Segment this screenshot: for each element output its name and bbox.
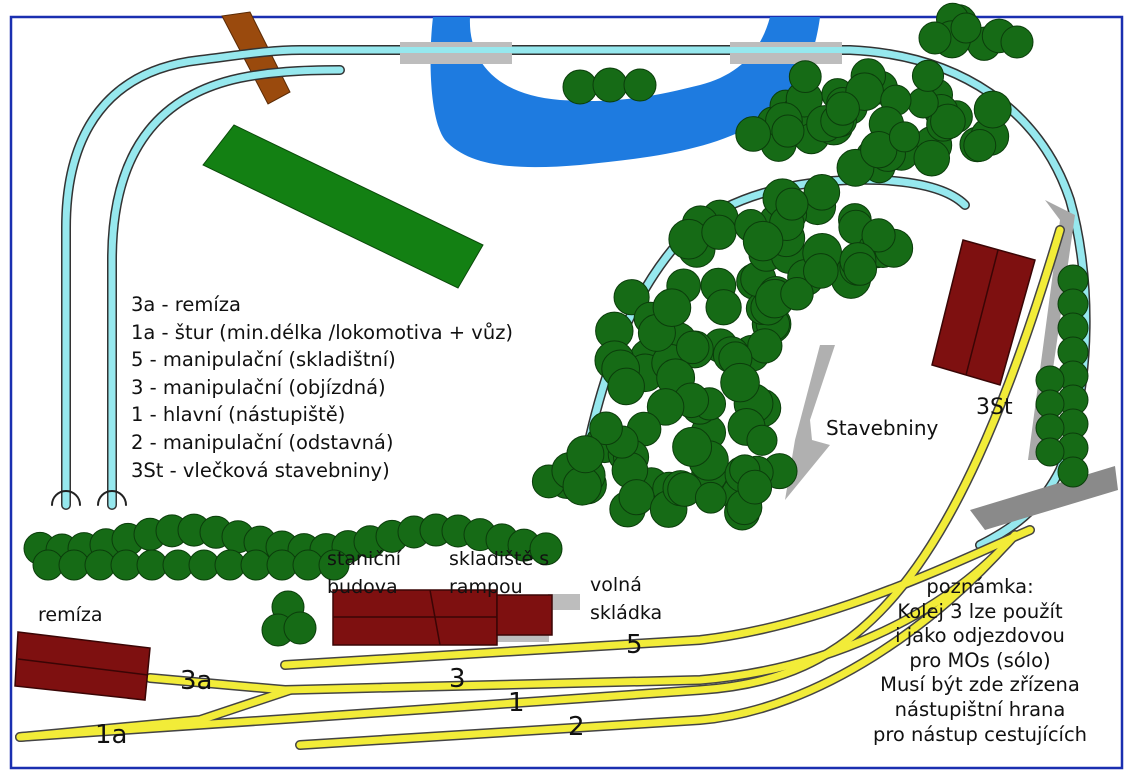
tree [950,12,982,44]
label-track-5: 5 [626,630,643,660]
label-skladiste-1: skladiště s [449,548,550,570]
label-track-3a: 3a [180,666,213,696]
tree [566,435,605,474]
tree [737,469,773,505]
tree [701,214,737,250]
label-track-3: 3 [449,664,466,694]
tree [775,187,809,221]
tree [676,330,710,365]
label-volna-2: skládka [590,602,663,624]
tree [861,218,896,253]
note-line: pro nástup cestujících [872,722,1088,746]
yellow-tracks [15,225,1065,750]
tree [618,479,655,516]
tree [907,87,939,119]
tree [529,532,563,566]
tree [911,59,945,92]
tree [720,362,760,403]
label-stavebniny: Stavebniny [826,416,939,440]
note-line: poznámka: [926,575,1034,598]
tree-groups [23,2,1089,647]
label-stanicni-1: staniční [327,548,402,570]
note-line: i jako odjezdovou [895,624,1065,648]
warehouse-building [496,594,553,636]
legend: 3a - remíza 1a - štur (min.délka /lokomo… [131,291,513,484]
legend-item: 3St - vlečková stavebniny) [131,458,390,482]
label-track-3st: 3St [976,395,1013,420]
tree [780,277,814,311]
label-skladiste-2: rampou [449,576,523,598]
tree [283,611,317,645]
tree [562,69,598,105]
tree [803,253,839,289]
tree [746,424,778,456]
tree [1000,25,1034,59]
stavebniny-building [931,239,1036,386]
tree [705,289,742,326]
note-line: Kolej 3 lze použít [897,599,1063,623]
note: poznámka: Kolej 3 lze použít i jako odje… [848,575,1112,747]
label-stanicni-2: budova [327,576,398,598]
tree [930,103,966,140]
tree [623,68,657,102]
tree [589,411,623,446]
tree [973,90,1012,129]
tree [318,549,350,581]
note-line: pro MOs (sólo) [909,648,1051,672]
tree [747,328,783,364]
tree [825,91,860,126]
note-line: Musí být zde zřízena [880,673,1080,697]
green-field [202,124,484,289]
legend-item: 3a - remíza [131,293,241,316]
label-remiza: remíza [38,604,103,626]
tree [652,288,692,328]
label-track-1a: 1a [95,720,128,750]
tree [742,220,784,262]
tree [918,21,952,55]
label-volna-1: volná [590,574,642,596]
tree [1035,437,1065,467]
tree [888,121,920,153]
tree [694,481,727,514]
legend-item: 1 - hlavní (nástupiště) [131,403,346,427]
tree [788,60,822,94]
tree [735,116,771,152]
tree [592,67,628,103]
tree [803,174,841,211]
legend-item: 2 - manipulační (odstavná) [131,430,394,454]
legend-item: 5 - manipulační (skladištní) [131,348,396,372]
tree [963,128,997,162]
tree [843,252,878,286]
tree [1057,456,1089,488]
legend-item: 3 - manipulační (objízdná) [131,375,386,399]
tree [607,367,645,406]
label-track-1: 1 [508,688,525,718]
tree [668,218,710,260]
note-line: nástupištní hrana [894,697,1066,721]
river [430,17,820,168]
label-track-2: 2 [568,712,585,742]
tree [771,114,805,148]
tree [646,388,685,426]
legend-item: 1a - štur (min.délka /lokomotiva + vůz) [131,320,514,344]
buildings [14,239,1036,701]
tree [672,426,713,467]
tree [913,139,951,177]
remiza-building [14,631,151,701]
